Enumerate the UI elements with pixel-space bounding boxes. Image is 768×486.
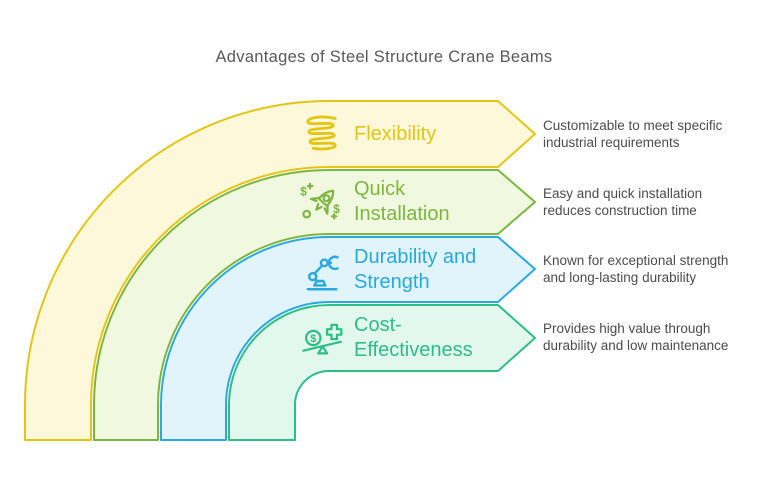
band-label-durability-strength: Durability and Strength — [354, 246, 477, 293]
description-cost-effectiveness: Provides high value through durability a… — [543, 321, 729, 353]
band-row-durability-strength: Durability and Strength — [299, 237, 499, 303]
svg-text:$: $ — [300, 184, 307, 198]
band-row-flexibility: Flexibility — [299, 101, 499, 167]
band-durability-strength — [160, 236, 536, 441]
svg-text:$: $ — [310, 333, 316, 345]
rocket-icon: $ $ — [300, 182, 340, 220]
description-durability-strength: Known for exceptional strength and long-… — [543, 253, 729, 285]
band-row-quick-installation: $ $ Quick Installation — [299, 169, 499, 235]
band-row-cost-effectiveness: $ Cost- Effectiveness — [299, 305, 499, 371]
band-label-quick-installation: Quick Installation — [354, 178, 450, 225]
spring-icon — [306, 115, 337, 151]
robot-arm-icon — [306, 255, 339, 291]
description-flexibility: Customizable to meet specific industrial… — [543, 118, 723, 150]
description-quick-installation: Easy and quick installation reduces cons… — [543, 186, 703, 218]
svg-text:$: $ — [333, 202, 340, 216]
page-title: Advantages of Steel Structure Crane Beam… — [215, 48, 553, 66]
band-label-flexibility: Flexibility — [354, 122, 437, 145]
band-quick-installation — [93, 169, 536, 441]
balance-scale-icon: $ — [302, 323, 343, 355]
band-label-cost-effectiveness: Cost- Effectiveness — [354, 314, 473, 361]
band-flexibility — [24, 100, 536, 441]
